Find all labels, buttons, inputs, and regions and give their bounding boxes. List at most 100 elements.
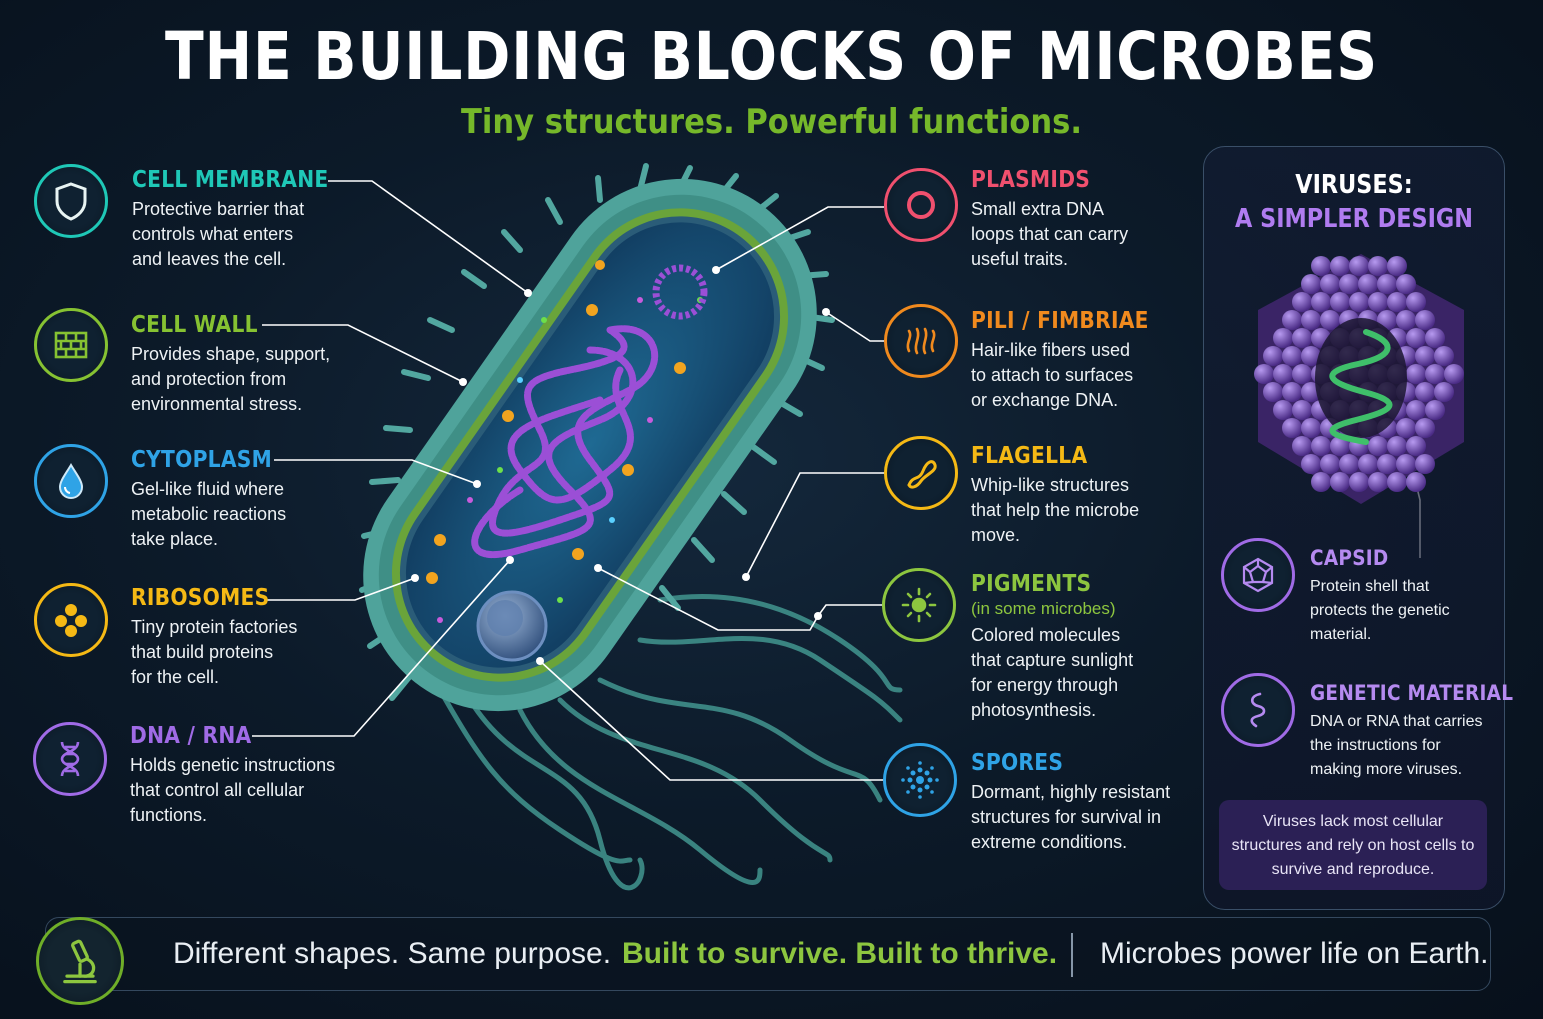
capsid-protein-sphere: [1368, 436, 1388, 456]
capsid-protein-sphere: [1396, 274, 1416, 294]
virus-panel-title: VIRUSES: A SIMPLER DESIGN: [1234, 170, 1474, 234]
capsid-protein-sphere: [1377, 454, 1397, 474]
capsid-protein-sphere: [1330, 256, 1350, 276]
capsid-protein-sphere: [1311, 436, 1331, 456]
footer-text-1: Different shapes. Same purpose.: [173, 937, 612, 970]
item-name: DNA / RNA: [130, 723, 252, 749]
capsid-protein-sphere: [1311, 256, 1331, 276]
squiggle-icon: [1221, 673, 1295, 747]
item-name: FLAGELLA: [971, 443, 1088, 469]
item-name: CAPSID: [1310, 546, 1389, 570]
capsid-protein-sphere: [1434, 382, 1454, 402]
capsid-protein-sphere: [1406, 400, 1426, 420]
footer-text-3: Microbes power life on Earth.: [1100, 937, 1489, 970]
footer-bar: [45, 917, 1491, 991]
capsid-protein-sphere: [1377, 274, 1397, 294]
virus-note: Viruses lack most cellular structures an…: [1219, 800, 1487, 890]
capsid-protein-sphere: [1444, 364, 1464, 384]
capsid-protein-sphere: [1349, 256, 1369, 276]
ring-icon: [884, 168, 958, 242]
capsid-protein-sphere: [1349, 292, 1369, 312]
dna-helix-icon: [33, 722, 107, 796]
item-pigments: PIGMENTS (in some microbes) Colored mole…: [971, 570, 1231, 723]
capsid-protein-sphere: [1339, 454, 1359, 474]
item-genetic-material: GENETIC MATERIAL DNA or RNA that carries…: [1310, 679, 1513, 782]
capsid-protein-sphere: [1358, 454, 1378, 474]
capsid-protein-sphere: [1415, 346, 1435, 366]
item-name: PIGMENTS: [971, 571, 1092, 597]
capsid-protein-sphere: [1330, 472, 1350, 492]
shield-icon: [34, 164, 108, 238]
footer-divider: [1071, 933, 1073, 977]
capsid-protein-sphere: [1273, 400, 1293, 420]
capsid-protein-sphere: [1320, 274, 1340, 294]
capsid-protein-sphere: [1434, 346, 1454, 366]
capsid-protein-sphere: [1282, 418, 1302, 438]
capsid-protein-sphere: [1387, 436, 1407, 456]
item-cell-wall: CELL WALL Provides shape, support,and pr…: [131, 311, 391, 417]
ribosome-dots-icon: [34, 583, 108, 657]
capsid-protein-sphere: [1320, 454, 1340, 474]
capsid-protein-sphere: [1292, 364, 1312, 384]
capsid-protein-sphere: [1425, 364, 1445, 384]
capsid-protein-sphere: [1301, 454, 1321, 474]
capsid-protein-sphere: [1273, 328, 1293, 348]
microscope-icon: [36, 917, 124, 1005]
item-note: (in some microbes): [971, 599, 1116, 618]
capsid-protein-sphere: [1358, 274, 1378, 294]
capsid-protein-sphere: [1311, 292, 1331, 312]
capsid-protein-sphere: [1292, 292, 1312, 312]
capsid-protein-sphere: [1254, 364, 1274, 384]
capsid-protein-sphere: [1396, 454, 1416, 474]
capsid-protein-sphere: [1301, 346, 1321, 366]
capsid-protein-sphere: [1368, 472, 1388, 492]
capsid-protein-sphere: [1263, 382, 1283, 402]
capsid-protein-sphere: [1282, 346, 1302, 366]
capsid-protein-sphere: [1415, 382, 1435, 402]
capsid-protein-sphere: [1292, 436, 1312, 456]
polyhedron-icon: [1221, 538, 1295, 612]
hair-fibers-icon: [884, 304, 958, 378]
virus-capsid-illustration: [1254, 254, 1464, 504]
item-name: CYTOPLASM: [131, 447, 273, 473]
capsid-protein-sphere: [1425, 400, 1445, 420]
item-name: PLASMIDS: [971, 167, 1091, 193]
capsid-protein-sphere: [1330, 436, 1350, 456]
capsid-protein-sphere: [1292, 328, 1312, 348]
capsid-protein-sphere: [1406, 328, 1426, 348]
capsid-protein-sphere: [1396, 310, 1416, 330]
sun-icon: [882, 568, 956, 642]
capsid-protein-sphere: [1387, 472, 1407, 492]
capsid-protein-sphere: [1387, 292, 1407, 312]
capsid-protein-sphere: [1263, 346, 1283, 366]
brick-wall-icon: [34, 308, 108, 382]
capsid-protein-sphere: [1339, 274, 1359, 294]
capsid-protein-sphere: [1415, 418, 1435, 438]
capsid-protein-sphere: [1311, 472, 1331, 492]
capsid-protein-sphere: [1406, 436, 1426, 456]
capsid-protein-sphere: [1387, 256, 1407, 276]
item-name: RIBOSOMES: [131, 585, 270, 611]
capsid-protein-sphere: [1425, 328, 1445, 348]
capsid-protein-sphere: [1301, 310, 1321, 330]
capsid-protein-sphere: [1349, 472, 1369, 492]
capsid-protein-sphere: [1320, 310, 1340, 330]
capsid-protein-sphere: [1415, 454, 1435, 474]
